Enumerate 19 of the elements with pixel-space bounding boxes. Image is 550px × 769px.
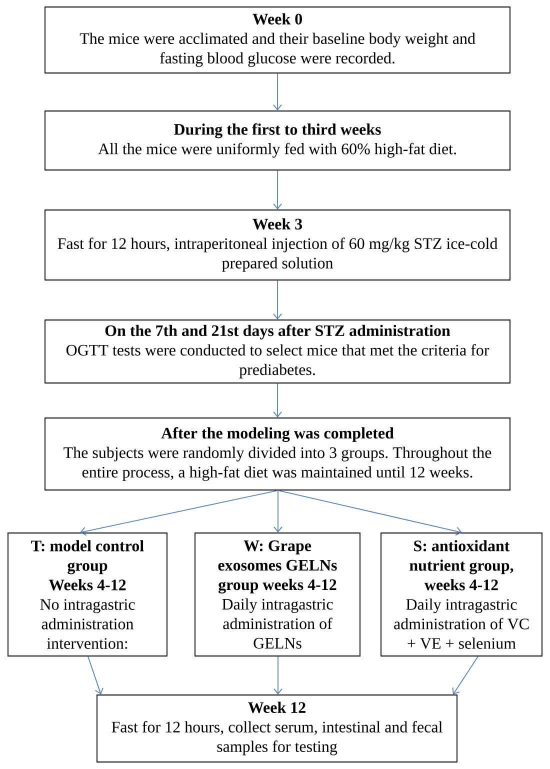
step-box: Week 12 Fast for 12 hours, collect serum, intestinal and fecal samples for testing xyxy=(96,694,458,762)
arrow xyxy=(80,490,278,536)
arrow xyxy=(88,656,104,695)
step-box: After the modeling was completed The subjects were randomly divided into 3 groups. Throughout the entire process, a high-fat diet was maintained until 12 weeks. xyxy=(44,418,510,490)
step-box: Week 3 Fast for 12 hours, intraperitoneal injection of 60 mg/kg STZ ice-cold prepared solution xyxy=(44,210,510,280)
arrow xyxy=(273,170,282,210)
step-box: On the 7th and 21st days after STZ administration OGTT tests were conducted to select mice that met the criteria for prediabetes. xyxy=(44,320,510,384)
group-box: W: Grape exosomes GELNs group weeks 4-12 Daily intragastric administration of GELNs xyxy=(194,532,360,656)
group-box: T: model control group Weeks 4-12 No intragastric administration intervention: xyxy=(8,532,168,656)
group-box: S: antioxidant nutrient group, weeks 4-12 Daily intragastric administration of VC + VE + selenium xyxy=(380,532,542,656)
step-box: Week 0 The mice were acclimated and their baseline body weight and fasting blood glucose were recorded. xyxy=(44,6,510,74)
arrow xyxy=(273,73,282,111)
arrow xyxy=(274,490,282,533)
arrow xyxy=(274,656,282,695)
arrow xyxy=(273,383,282,418)
arrow xyxy=(452,656,478,695)
arrow xyxy=(273,280,282,320)
arrow xyxy=(278,490,462,536)
step-box: During the first to third weeks All the mice were uniformly fed with 60% high-fat diet. xyxy=(44,110,510,170)
